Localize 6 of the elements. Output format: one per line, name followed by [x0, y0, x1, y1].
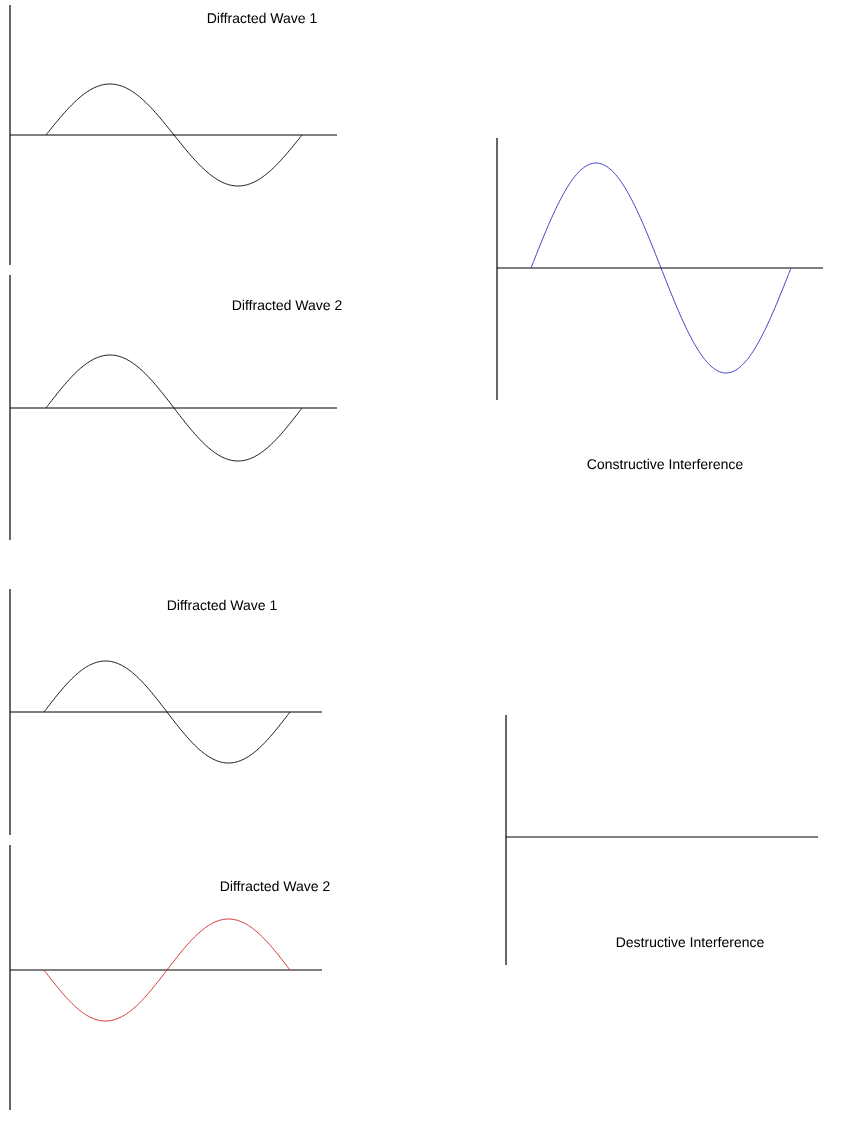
graph-label: Diffracted Wave 2 [232, 299, 342, 311]
graph-label: Diffracted Wave 1 [207, 12, 317, 24]
graph-label: Diffracted Wave 1 [167, 599, 277, 611]
graph-label: Constructive Interference [587, 458, 743, 470]
graph-label: Destructive Interference [616, 936, 764, 948]
graph-label: Diffracted Wave 2 [220, 880, 330, 892]
